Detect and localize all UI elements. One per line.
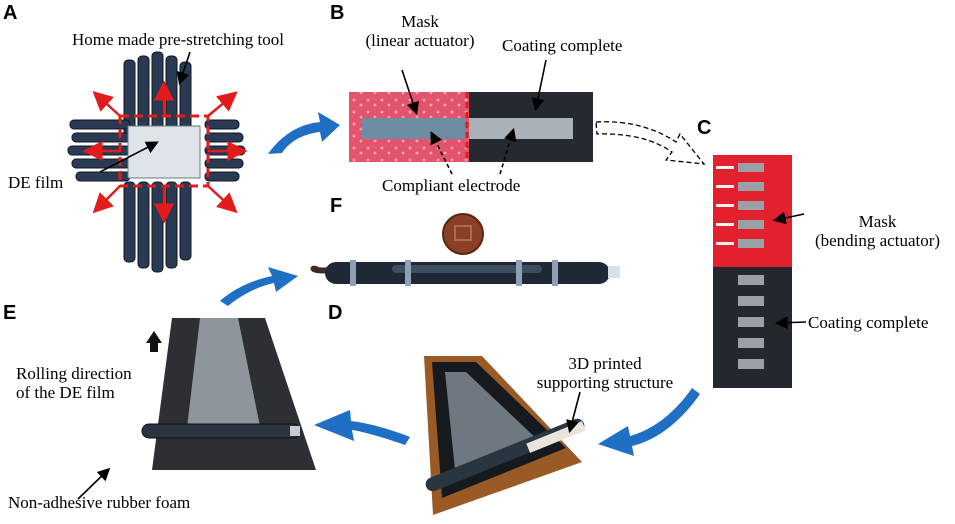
label-rolling-direction-line2: of the DE film bbox=[16, 383, 115, 402]
panel-d-tray-image bbox=[424, 356, 586, 515]
panel-label-d: D bbox=[328, 302, 343, 324]
label-mask-bending-line2: (bending actuator) bbox=[814, 231, 941, 250]
label-mask-linear-line1: Mask bbox=[401, 12, 439, 31]
panel-label-e: E bbox=[3, 302, 17, 324]
label-de-film: DE film bbox=[8, 173, 64, 192]
label-mask-bending: Mask (bending actuator) bbox=[800, 212, 955, 250]
label-supporting-structure-line2: supporting structure bbox=[536, 373, 674, 392]
label-supporting-structure-line1: 3D printed bbox=[568, 354, 642, 373]
panel-label-a: A bbox=[3, 2, 18, 24]
panel-b-mask-image bbox=[349, 92, 593, 162]
label-prestretching-tool: Home made pre-stretching tool bbox=[72, 30, 284, 49]
panel-a-tool-image bbox=[67, 51, 248, 273]
label-rolling-direction: Rolling direction of the DE film bbox=[16, 364, 132, 402]
label-mask-linear: Mask (linear actuator) bbox=[360, 12, 480, 50]
label-mask-linear-line2: (linear actuator) bbox=[365, 31, 475, 50]
label-coating-complete-b: Coating complete bbox=[502, 36, 623, 55]
panel-label-f: F bbox=[330, 195, 343, 217]
panel-label-b: B bbox=[330, 2, 345, 24]
label-rubber-foam: Non-adhesive rubber foam bbox=[8, 493, 191, 512]
label-rolling-direction-line1: Rolling direction bbox=[16, 364, 132, 383]
label-coating-complete-c: Coating complete bbox=[808, 313, 929, 332]
label-supporting-structure: 3D printed supporting structure bbox=[530, 354, 680, 392]
panel-f-actuator-image bbox=[310, 213, 620, 286]
label-mask-bending-line1: Mask bbox=[858, 212, 897, 231]
label-compliant-electrode: Compliant electrode bbox=[382, 176, 521, 195]
flow-arrows bbox=[220, 112, 700, 456]
dashed-flow-arrow bbox=[595, 121, 706, 165]
panel-e-rolling-image bbox=[141, 318, 316, 470]
panel-label-c: C bbox=[697, 117, 712, 139]
panel-c-mask-image bbox=[713, 155, 792, 388]
callout-lines bbox=[77, 51, 807, 500]
